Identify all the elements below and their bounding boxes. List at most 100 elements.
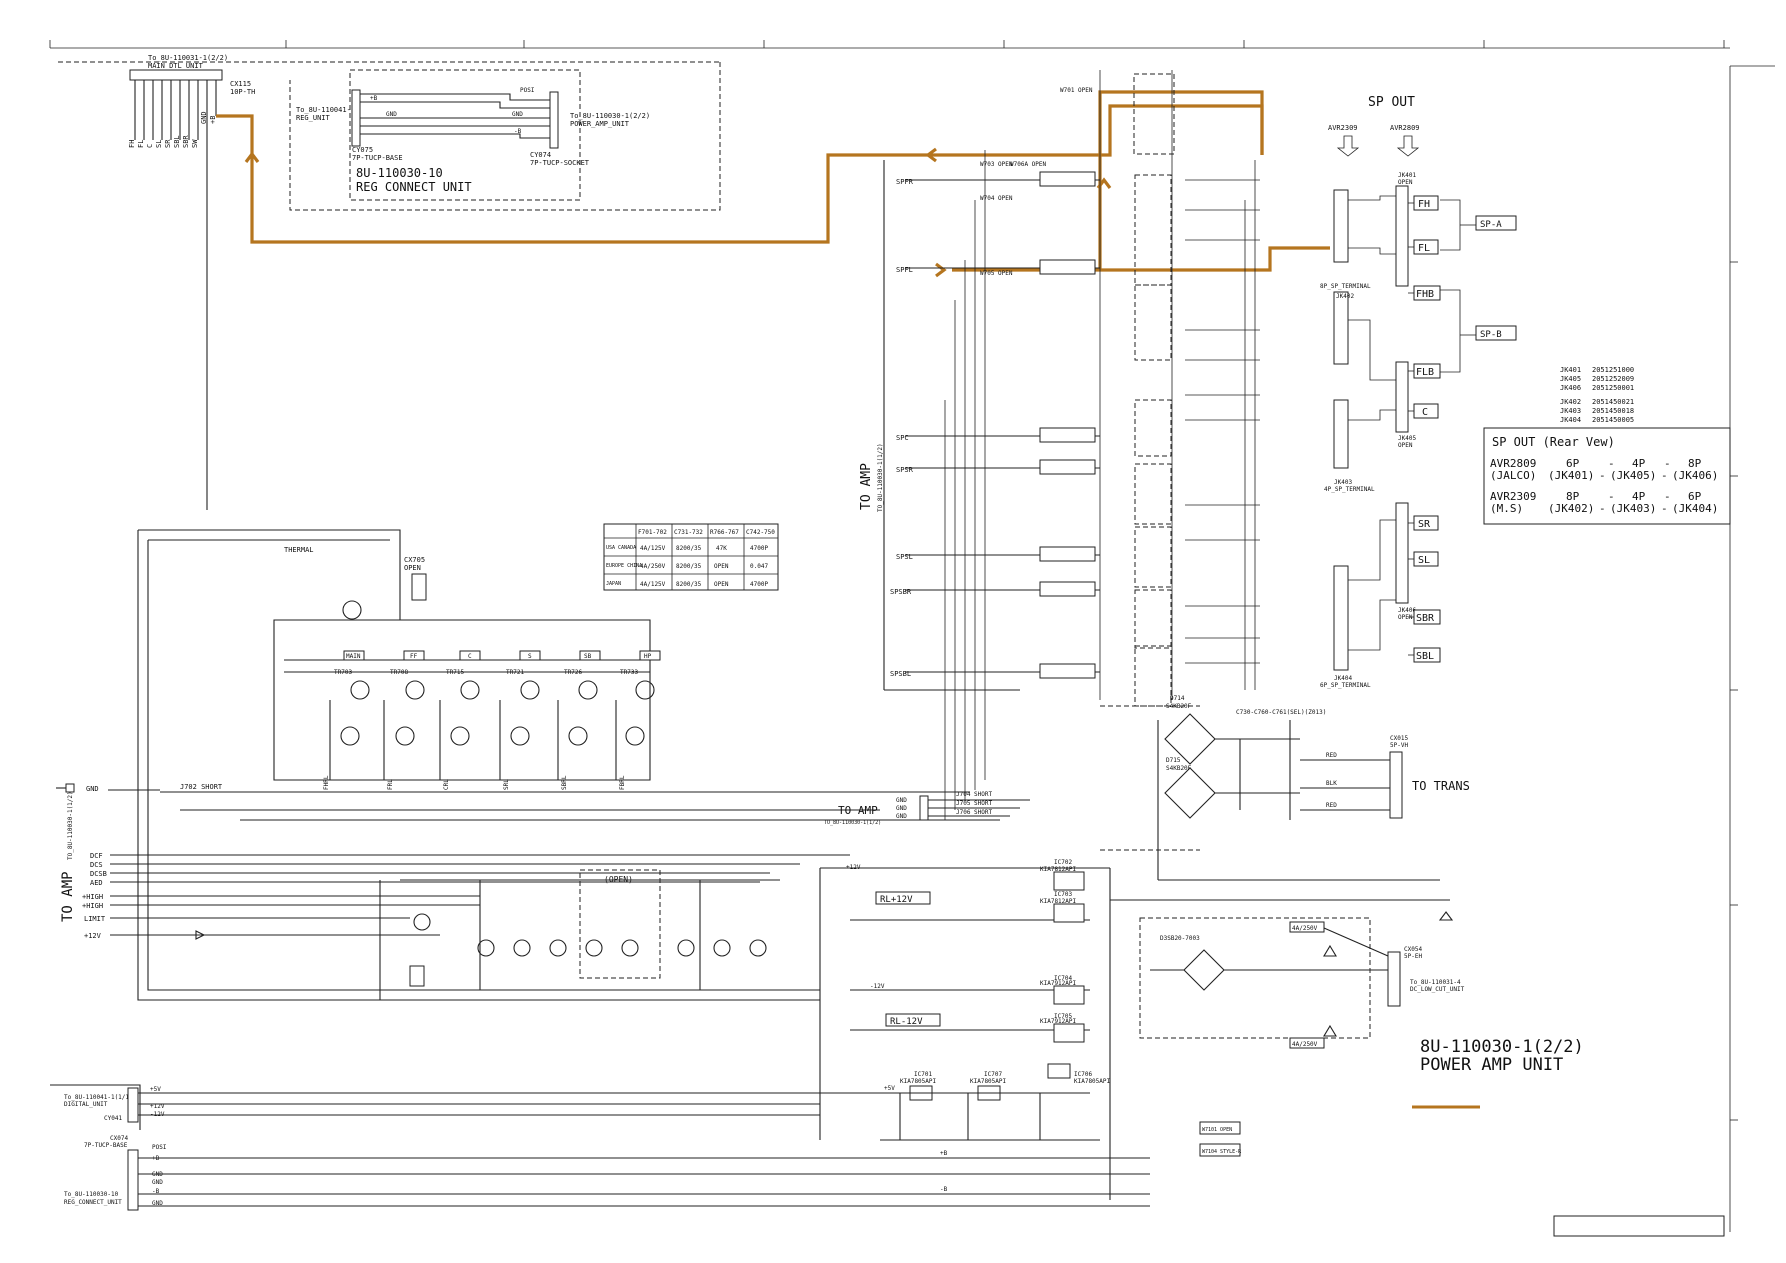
mid-to-amp: TO AMP <box>838 804 878 817</box>
ground-icon <box>1438 911 1454 921</box>
rail-nb: -B <box>940 1186 948 1193</box>
ic705-type: KIA7912API <box>1040 1018 1077 1025</box>
cx705-type: OPEN <box>404 564 421 572</box>
arrow-down-icon <box>1396 135 1420 157</box>
left-to-amp: TO AMP <box>60 871 76 922</box>
option-w7104: W7104 STYLE-R <box>1202 1149 1242 1155</box>
bridge-label: D3SB20-7003 <box>1160 935 1200 942</box>
out-crl: CRL <box>443 779 450 790</box>
rt-h1: F701-702 <box>638 529 667 536</box>
reg-cy075-type: 7P-TUCP-BASE <box>352 154 403 162</box>
ic704-type: KIA7912API <box>1040 980 1077 987</box>
rt-r1c0: USA CANADA <box>606 545 636 551</box>
tr708-label: TR708 <box>390 669 408 676</box>
rear-row1-jc: (JK406) <box>1672 469 1718 482</box>
left-to-amp-ref: TO_8U-110030-1(1/2) <box>67 791 74 860</box>
rb-nb: -B <box>152 1188 160 1195</box>
digital-pin-5v: +5V <box>150 1086 161 1093</box>
cx054-type: 5P-EH <box>1404 953 1422 960</box>
dash-sep: - <box>1599 502 1606 515</box>
rt-h2: C731-732 <box>674 529 703 536</box>
reg-pin-b: +B <box>370 95 378 102</box>
rt-r1c2: 8200/35 <box>676 545 702 552</box>
sp-input-spsbr: SPSBR <box>890 588 912 596</box>
part-jk404-ref: JK404 <box>1560 416 1581 424</box>
out-srl: SRL <box>503 779 510 790</box>
pin-label-sbl: SBL <box>173 135 181 148</box>
cx015-label: CX015 <box>1390 735 1408 742</box>
jk406-open: OPEN <box>1398 614 1413 621</box>
to-amp-vertical: TO AMP <box>859 463 874 510</box>
group-sp-a: SP-A <box>1480 220 1502 230</box>
regulator-block: RL+12V RL-12V +12V -12V IC702 KIA7812API… <box>150 859 1111 1200</box>
terminal-sr: SR <box>1418 519 1431 530</box>
reg-conn: CX074 <box>110 1135 128 1142</box>
part-jk406-ref: JK406 <box>1560 384 1581 392</box>
sig-12v: +12V <box>84 932 102 940</box>
bottom-left-connectors: To_8U-110041-1(1/1) DIGITAL_UNIT CY041 +… <box>50 1084 1150 1211</box>
jk405-open: OPEN <box>1398 442 1413 449</box>
reg-cy075: CY075 <box>352 146 373 154</box>
to-amp-vertical-ref: TO_8U-110030-1(1/2) <box>877 443 884 512</box>
out-fhrl: FHRL <box>323 775 330 790</box>
d714-type: S4KB20F <box>1166 703 1192 710</box>
rear-row2-model: AVR2309 <box>1490 490 1536 503</box>
gnd-pin-1: GND <box>896 797 907 804</box>
ic704-ref: IC704 <box>1054 975 1072 982</box>
rail-p12: +12V <box>846 864 861 871</box>
rail-pos: RL+12V <box>880 895 913 905</box>
pin-label-sr: SR <box>164 139 172 148</box>
ic706-ref: IC706 <box>1074 1071 1092 1078</box>
output-filter-section <box>905 70 1260 820</box>
title-block <box>1553 1215 1725 1237</box>
jk404-type: 6P_SP_TERMINAL <box>1320 682 1371 689</box>
sp-input-spfl: SPFL <box>896 266 913 274</box>
rear-row2-a: 8P <box>1566 490 1580 503</box>
jk403-type: 4P_SP_TERMINAL <box>1324 486 1375 493</box>
reg-conn-type: 7P-TUCP-BASE <box>84 1142 128 1149</box>
sp-out-model-a: AVR2309 <box>1328 124 1358 132</box>
rear-row1-a: 6P <box>1566 457 1580 470</box>
cap-note: C730-C760-C761(SEL)(Z013) <box>1236 709 1326 716</box>
arrow-down-icon <box>1336 135 1360 157</box>
rear-row1-sub: (JALCO) <box>1490 469 1536 482</box>
rear-row1-model: AVR2809 <box>1490 457 1536 470</box>
mid-to-amp-ref: TO_8U-110030-1(1/2) <box>824 820 881 826</box>
relay-label-main: MAIN <box>346 653 361 660</box>
relay-label-hp: HP <box>644 653 652 660</box>
digital-unit: DIGITAL_UNIT <box>64 1101 108 1108</box>
rear-row2-sub: (M.S) <box>1490 502 1523 515</box>
ic702-ref: IC702 <box>1054 859 1072 866</box>
pin-label-b: +B <box>209 116 217 124</box>
gnd-pin-2: GND <box>896 805 907 812</box>
out-fbrl: FBRL <box>619 775 626 790</box>
jk405-label: JK405 <box>1398 435 1416 442</box>
jk401-label: JK401 <box>1398 172 1416 179</box>
rb-posi: POSI <box>152 1144 167 1151</box>
tr726-label: TR726 <box>564 669 582 676</box>
sig-high2: +HIGH <box>82 902 103 910</box>
reg-right-unit: POWER_AMP_UNIT <box>570 120 630 128</box>
rear-row2-ja: (JK402) <box>1548 502 1594 515</box>
ic701-ref: IC701 <box>914 1071 932 1078</box>
reg-pin-posi: POSI <box>520 87 535 94</box>
dash-sep: - <box>1608 457 1615 470</box>
option-w7101: W7101 OPEN <box>1202 1127 1232 1133</box>
sp-input-spsbl: SPSBL <box>890 670 911 678</box>
w701-label: W701 OPEN <box>1060 87 1093 94</box>
jk401-open: OPEN <box>1398 179 1413 186</box>
sig-high1: +HIGH <box>82 893 103 901</box>
cx015-type: 5P-VH <box>1390 742 1408 749</box>
sp-input-spfr: SPFR <box>896 178 914 186</box>
gnd-label: GND <box>86 785 99 793</box>
dc-low-unit: DC_LOW_CUT_UNIT <box>1410 986 1465 993</box>
relay-label-sb: SB <box>584 653 592 660</box>
part-jk401-num: 2051251000 <box>1592 366 1634 374</box>
part-jk405-num: 2051252009 <box>1592 375 1634 383</box>
fuse-2: 4A/250V <box>1292 1041 1318 1048</box>
pin-label-c: C <box>146 144 154 148</box>
sp-input-labels: SPFR SPFL SPC SPSR SPSL SPSBR SPSBL W701… <box>890 87 1093 678</box>
jk402-label: JK402 <box>1336 293 1354 300</box>
sp-input-spsr: SPSR <box>896 466 914 474</box>
protection-block: (OPEN) <box>290 869 780 1000</box>
